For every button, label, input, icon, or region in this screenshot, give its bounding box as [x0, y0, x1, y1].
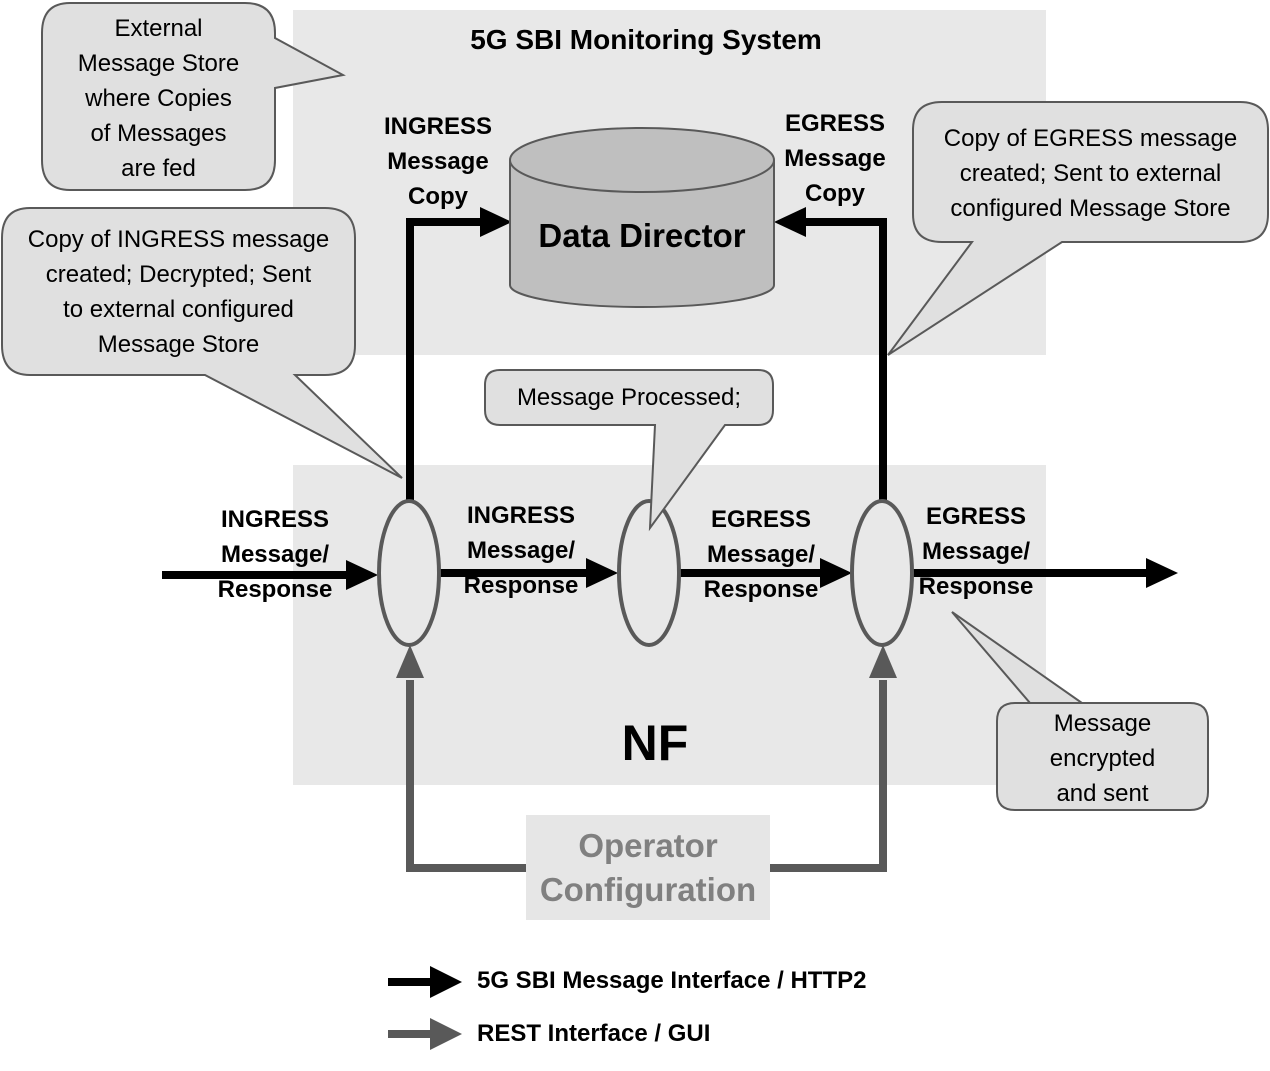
- data-director-label: Data Director: [538, 217, 746, 254]
- rest-arrow-right: [869, 645, 897, 678]
- callout-egress-copy-shape: [887, 101, 1269, 356]
- egress-out-label: EGRESS Message/ Response: [918, 503, 1034, 600]
- arrow-ingress-in: [346, 560, 378, 590]
- operator-config-label: Operator Configuration: [539, 827, 757, 908]
- callout-encrypted-shape: [951, 611, 1209, 811]
- arrow-egress-copy: [774, 207, 806, 237]
- egress-copy-label: EGRESS Message Copy: [784, 110, 886, 207]
- arrow-egress-mid: [820, 558, 852, 588]
- callout-encrypted: Message encrypted and sent: [1049, 710, 1156, 807]
- ingress-in-label: INGRESS Message/ Response: [217, 506, 333, 603]
- egress-node: [850, 499, 914, 647]
- arrow-ingress-mid: [586, 558, 618, 588]
- callout-egress-copy: Copy of EGRESS message created; Sent to …: [943, 125, 1238, 222]
- data-director-cylinder: [509, 127, 775, 308]
- callout-external-store-shape: [41, 2, 346, 191]
- callout-ingress-copy: Copy of INGRESS message created; Decrypt…: [27, 226, 330, 358]
- message-lines: [162, 218, 1148, 579]
- process-node: [617, 499, 681, 647]
- arrow-egress-out: [1146, 558, 1178, 588]
- operator-config-box: [526, 815, 770, 920]
- callout-processed-shape: [484, 369, 774, 532]
- callout-ingress-copy-shape: [1, 207, 403, 479]
- rest-lines: [406, 680, 887, 872]
- legend-message-label: 5G SBI Message Interface / HTTP2: [477, 967, 867, 994]
- system-title: 5G SBI Monitoring System: [470, 24, 822, 55]
- callout-processed: Message Processed;: [516, 384, 742, 411]
- nf-label: NF: [621, 715, 689, 771]
- ingress-mid-label: INGRESS Message/ Response: [463, 502, 579, 599]
- arrow-ingress-copy: [480, 207, 512, 237]
- legend-rest-label: REST Interface / GUI: [477, 1020, 711, 1047]
- callout-external-store: External Message Store where Copies of M…: [77, 15, 240, 182]
- ingress-copy-label: INGRESS Message Copy: [383, 113, 493, 210]
- ingress-node: [377, 499, 441, 647]
- rest-arrow-left: [396, 645, 424, 678]
- legend-arrow-rest: [388, 1018, 462, 1050]
- egress-mid-label: EGRESS Message/ Response: [703, 506, 819, 603]
- legend-arrow-message: [388, 966, 462, 998]
